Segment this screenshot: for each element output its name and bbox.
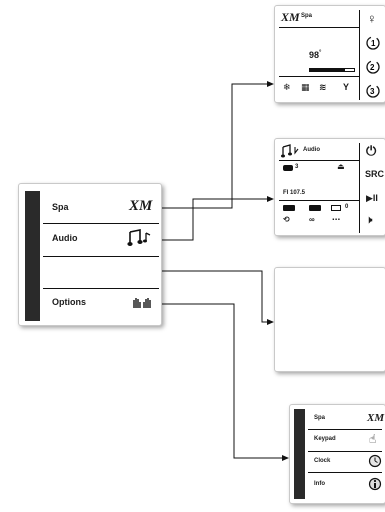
- music-notes-icon: [281, 144, 299, 158]
- shuffle-icon[interactable]: ∞: [309, 215, 315, 224]
- heater-level-bar[interactable]: [309, 68, 355, 72]
- options-divider: [308, 472, 382, 473]
- heat-icon[interactable]: ≋: [319, 82, 327, 92]
- connector-spa: [160, 83, 268, 209]
- connector-blank: [160, 270, 268, 323]
- y-valve-icon[interactable]: Y: [343, 82, 350, 92]
- filter-icon[interactable]: ▦: [301, 82, 310, 92]
- options-item-spa[interactable]: Spa: [314, 415, 325, 421]
- footer-divider: [279, 76, 359, 77]
- spa-screen-panel: XM Spa 98° ❄ ▦ ≋ Y ♀ 1 2 3: [274, 5, 385, 103]
- info-icon: [368, 477, 382, 491]
- blank-screen-panel: [274, 267, 385, 372]
- audio-screen-header: Audio: [303, 147, 320, 153]
- snowflake-icon[interactable]: ❄: [283, 82, 291, 92]
- bottom-number: 0: [345, 204, 349, 210]
- connector-audio: [160, 198, 268, 241]
- tape-mode-icon[interactable]: [309, 205, 321, 211]
- options-item-keypad[interactable]: Keypad: [314, 436, 336, 442]
- connector-options-arrow: [282, 455, 289, 461]
- main-menu-item-label: Audio: [52, 233, 78, 243]
- menu-divider: [43, 288, 159, 289]
- spa-screen-header: Spa: [301, 13, 313, 19]
- options-divider: [308, 451, 382, 452]
- bulb-icon[interactable]: ♀: [367, 11, 377, 26]
- temperature-value: 98: [309, 50, 320, 60]
- options-item-label: Spa: [314, 415, 326, 421]
- disc-eject-icon[interactable]: ⏏: [337, 162, 345, 171]
- menu-divider: [43, 256, 159, 257]
- pump-1-icon[interactable]: 1: [365, 35, 381, 51]
- heater-level-fill: [310, 69, 346, 71]
- main-menu-item-options[interactable]: Options: [52, 297, 86, 307]
- source-number: 3: [295, 164, 299, 170]
- hands-icon: [133, 298, 151, 308]
- audio-screen-panel: Audio 3 ⏏ FI 107.5 0 ⟲ ∞ ⋯ ⏻ SRC ▶II 🕨: [274, 138, 385, 236]
- main-menu-item-audio[interactable]: Audio: [52, 233, 78, 243]
- pump-3-icon[interactable]: 3: [365, 83, 381, 99]
- temperature-unit: °: [319, 50, 322, 56]
- options-divider: [308, 429, 382, 430]
- mute-icon[interactable]: 🕨: [366, 215, 373, 226]
- spa-temperature: 98°: [309, 50, 321, 60]
- options-item-info[interactable]: Info: [314, 481, 325, 487]
- footer-divider: [279, 200, 359, 201]
- header-divider: [279, 27, 359, 28]
- options-dark-bar: [294, 409, 305, 499]
- svg-text:2: 2: [370, 63, 375, 72]
- clock-icon: [368, 454, 382, 468]
- options-item-label: Clock: [314, 458, 331, 464]
- main-menu-panel: Spa XM Audio Options: [18, 183, 162, 326]
- power-icon[interactable]: ⏻: [366, 143, 377, 158]
- main-menu-item-spa[interactable]: Spa: [52, 202, 69, 212]
- options-item-clock[interactable]: Clock: [314, 458, 330, 464]
- station-readout: FI 107.5: [283, 190, 306, 196]
- options-item-label: Info: [314, 481, 325, 487]
- scan-icon[interactable]: ⋯: [332, 215, 340, 224]
- xm-logo-icon: XM: [129, 198, 153, 214]
- src-icon[interactable]: SRC: [365, 169, 385, 179]
- music-notes-icon: [127, 229, 151, 246]
- xm-logo-icon: XM: [281, 10, 300, 24]
- header-divider: [279, 160, 359, 161]
- xm-logo-icon: XM: [367, 412, 385, 424]
- column-divider: [359, 143, 360, 233]
- main-menu-item-label: Spa: [52, 202, 69, 212]
- aux-mode-icon[interactable]: [331, 205, 341, 211]
- menu-divider: [43, 223, 159, 224]
- connector-audio-arrow: [267, 196, 274, 202]
- column-divider: [359, 10, 360, 100]
- main-menu-dark-bar: [25, 191, 40, 321]
- main-menu-item-label: Options: [52, 297, 86, 307]
- keypad-hand-icon: ☝: [369, 432, 377, 446]
- repeat-icon[interactable]: ⟲: [283, 215, 290, 224]
- connector-options: [160, 303, 283, 459]
- source-chip[interactable]: [283, 165, 293, 171]
- svg-text:1: 1: [371, 39, 376, 48]
- connector-spa-arrow: [267, 81, 274, 87]
- cd-mode-icon[interactable]: [283, 205, 295, 211]
- options-screen-panel: Spa XM Keypad ☝ Clock Info: [289, 404, 385, 504]
- play-pause-icon[interactable]: ▶II: [366, 193, 378, 203]
- connector-blank-arrow: [267, 319, 274, 325]
- pump-2-icon[interactable]: 2: [365, 59, 381, 75]
- svg-text:3: 3: [370, 87, 375, 96]
- options-item-label: Keypad: [314, 436, 336, 442]
